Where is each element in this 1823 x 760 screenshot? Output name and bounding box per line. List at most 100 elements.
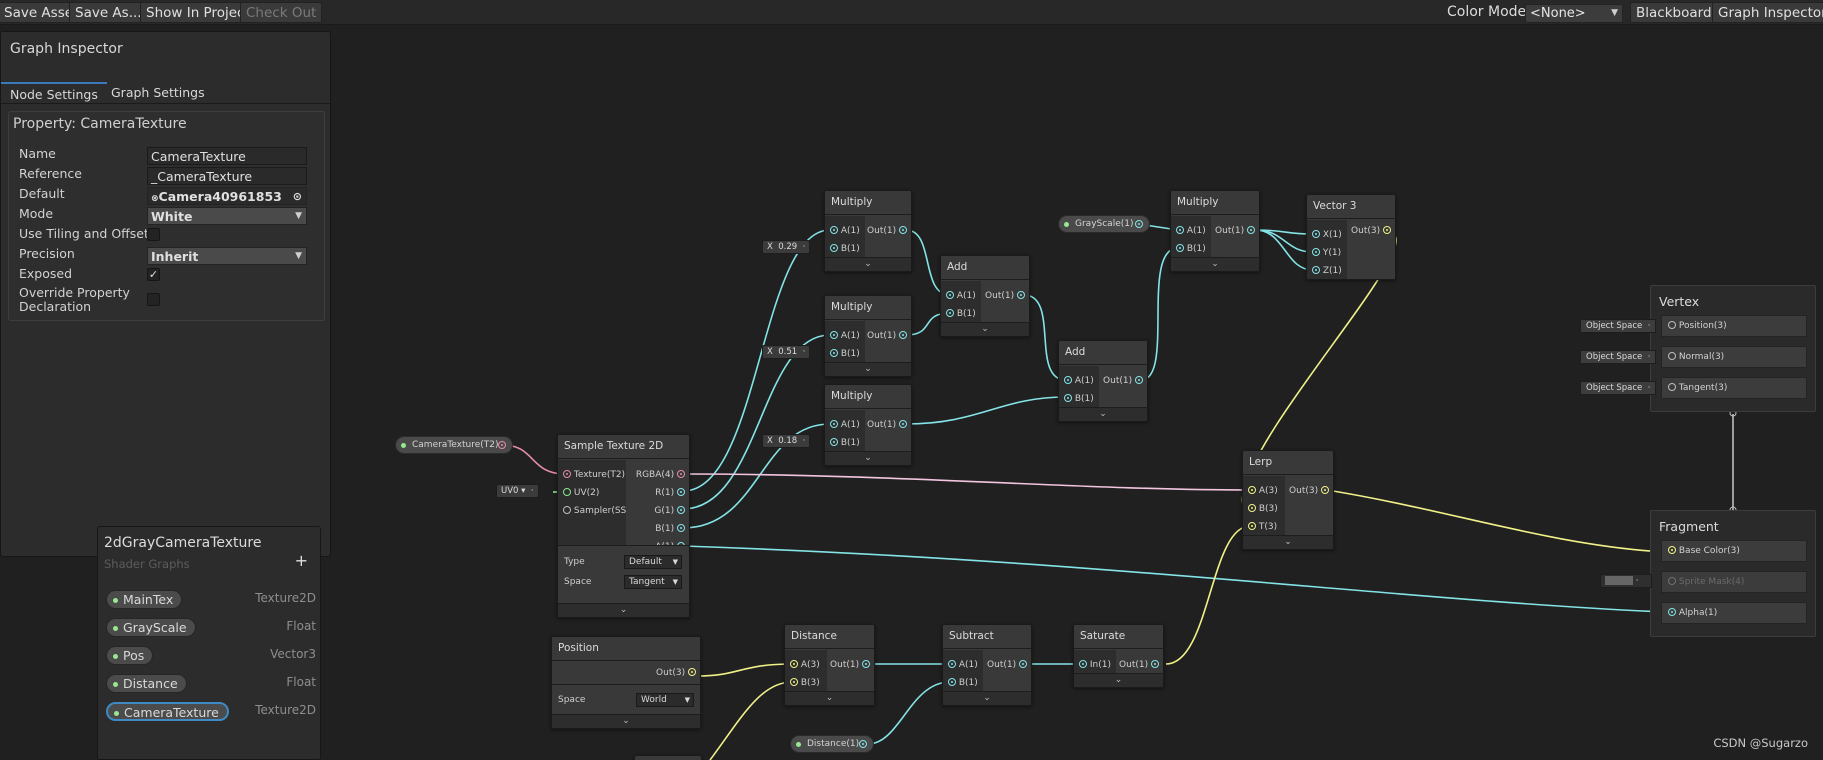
graph-inspector-toggle-button[interactable]: Graph Inspector xyxy=(1712,2,1823,23)
collapse-toggle[interactable]: ⌄ xyxy=(825,451,911,465)
collapse-toggle[interactable]: ⌄ xyxy=(825,257,911,271)
object-space-normal[interactable]: Object Space · xyxy=(1580,350,1657,364)
default-texture-field[interactable]: ⊗Camera40961853 ⊙ xyxy=(147,187,307,205)
output-r-port[interactable]: R(1) xyxy=(655,487,685,499)
sprite-mask-color-field[interactable]: · xyxy=(1600,574,1652,588)
vector3-node[interactable]: Vector 3 X(1) Y(1) Z(1) Out(3) xyxy=(1306,194,1396,280)
multiply-node-2[interactable]: Multiply A(1) B(1) Out(1) ⌄ xyxy=(824,295,912,377)
multiply2-b-inline[interactable]: X 0.51 · xyxy=(762,345,811,359)
input-b-port[interactable]: B(1) xyxy=(830,243,860,255)
space-dropdown[interactable]: Tangent▼ xyxy=(624,575,682,589)
blackboard-row[interactable]: MainTex Texture2D xyxy=(106,590,316,610)
collapse-toggle[interactable]: ⌄ xyxy=(785,691,874,705)
position-node[interactable]: Position Out(3) Space World▼ ⌄ xyxy=(551,636,701,729)
saturate-node[interactable]: Saturate In(1) Out(1) ⌄ xyxy=(1073,624,1164,688)
input-a-port[interactable]: A(1) xyxy=(1176,225,1206,237)
multiply-node-3[interactable]: Multiply A(1) B(1) Out(1) ⌄ xyxy=(824,384,912,466)
output-port[interactable]: Out(1) xyxy=(987,659,1027,671)
collapse-toggle[interactable]: ⌄ xyxy=(1243,535,1333,549)
collapse-toggle[interactable]: ⌄ xyxy=(1074,673,1163,687)
vertex-normal-slot[interactable]: Normal(3) xyxy=(1661,346,1807,368)
object-space-position[interactable]: Object Space · xyxy=(1580,319,1657,333)
tiling-checkbox[interactable] xyxy=(147,228,160,241)
blackboard-row[interactable]: Distance Float xyxy=(106,674,316,694)
distance-node[interactable]: Distance A(3) B(3) Out(1) ⌄ xyxy=(784,624,875,706)
save-asset-button[interactable]: Save Asset xyxy=(0,2,85,23)
collapse-toggle[interactable]: ⌄ xyxy=(1171,257,1259,271)
input-b-port[interactable]: B(1) xyxy=(830,348,860,360)
output-port[interactable]: Out(3) xyxy=(1351,225,1391,237)
output-port[interactable]: Out(1) xyxy=(1119,659,1159,671)
input-in-port[interactable]: In(1) xyxy=(1079,659,1111,671)
input-t-port[interactable]: T(3) xyxy=(1248,521,1277,533)
property-pill[interactable]: GrayScale xyxy=(106,618,196,637)
collapse-toggle[interactable]: ⌄ xyxy=(558,603,689,617)
output-port[interactable]: Out(3) xyxy=(656,667,696,679)
reference-field[interactable]: _CameraTexture xyxy=(147,167,307,185)
blackboard-row[interactable]: CameraTexture Texture2D xyxy=(106,702,316,722)
add-property-button[interactable]: + xyxy=(294,551,308,570)
input-a-port[interactable]: A(3) xyxy=(1248,485,1278,497)
input-z-port[interactable]: Z(1) xyxy=(1312,265,1342,277)
collapse-toggle[interactable]: ⌄ xyxy=(825,362,911,376)
object-picker-icon[interactable]: ⊙ xyxy=(292,190,302,203)
alpha-slot[interactable]: Alpha(1) xyxy=(1661,602,1807,624)
collapse-toggle[interactable]: ⌄ xyxy=(943,691,1031,705)
output-port[interactable]: Out(1) xyxy=(867,225,907,237)
distance-property-node[interactable]: Distance(1) xyxy=(790,735,874,753)
input-a-port[interactable]: A(1) xyxy=(1064,375,1094,387)
input-b-port[interactable]: B(1) xyxy=(948,677,978,689)
multiply1-b-inline[interactable]: X 0.29 · xyxy=(762,240,811,254)
input-a-port[interactable]: A(1) xyxy=(948,659,978,671)
output-g-port[interactable]: G(1) xyxy=(654,505,685,517)
input-b-port[interactable]: B(1) xyxy=(1064,393,1094,405)
output-rgba-port[interactable]: RGBA(4) xyxy=(636,469,685,481)
sprite-mask-slot[interactable]: Sprite Mask(4) xyxy=(1661,571,1807,593)
collapse-toggle[interactable]: ⌄ xyxy=(1059,407,1147,421)
subtract-node[interactable]: Subtract A(1) B(1) Out(1) ⌄ xyxy=(942,624,1032,706)
input-b-port[interactable]: B(3) xyxy=(790,677,820,689)
input-texture-port[interactable]: Texture(T2) xyxy=(563,469,625,481)
add-node-1[interactable]: Add A(1) B(1) Out(1) ⌄ xyxy=(940,255,1030,337)
sample-texture-2d-node[interactable]: Sample Texture 2D Texture(T2) UV(2) Samp… xyxy=(557,434,690,618)
blackboard-toggle-button[interactable]: Blackboard xyxy=(1630,2,1718,23)
input-a-port[interactable]: A(1) xyxy=(830,330,860,342)
uv-channel-dropdown[interactable]: UV0 ▾ · xyxy=(496,484,539,498)
input-a-port[interactable]: A(1) xyxy=(830,419,860,431)
output-port[interactable]: Out(1) xyxy=(867,419,907,431)
output-b-port[interactable]: B(1) xyxy=(655,523,685,535)
show-in-project-button[interactable]: Show In Project xyxy=(140,2,256,23)
base-color-slot[interactable]: Base Color(3) xyxy=(1661,540,1807,562)
input-b-port[interactable]: B(3) xyxy=(1248,503,1278,515)
input-x-port[interactable]: X(1) xyxy=(1312,229,1342,241)
type-dropdown[interactable]: Default▼ xyxy=(624,555,682,569)
input-b-port[interactable]: B(1) xyxy=(830,437,860,449)
lerp-node[interactable]: Lerp A(3) B(3) T(3) Out(3) ⌄ xyxy=(1242,450,1334,550)
vertex-position-slot[interactable]: Position(3) xyxy=(1661,315,1807,337)
input-uv-port[interactable]: UV(2) xyxy=(563,487,599,499)
save-as-button[interactable]: Save As... xyxy=(69,2,148,23)
output-port-icon[interactable] xyxy=(498,441,506,449)
input-sampler-port[interactable]: Sampler(SS) xyxy=(563,505,630,517)
object-space-tangent[interactable]: Object Space · xyxy=(1580,381,1657,395)
collapse-toggle[interactable]: ⌄ xyxy=(941,322,1029,336)
input-b-port[interactable]: B(1) xyxy=(1176,243,1206,255)
property-pill[interactable]: MainTex xyxy=(106,590,183,609)
multiply-node-1[interactable]: Multiply A(1) B(1) Out(1) ⌄ xyxy=(824,190,912,272)
input-a-port[interactable]: A(1) xyxy=(830,225,860,237)
input-b-port[interactable]: B(1) xyxy=(946,308,976,320)
input-y-port[interactable]: Y(1) xyxy=(1312,247,1341,259)
output-port-icon[interactable] xyxy=(859,740,867,748)
collapse-toggle[interactable]: ⌄ xyxy=(552,714,700,728)
property-pill[interactable]: Pos xyxy=(106,646,154,665)
blackboard-row[interactable]: Pos Vector3 xyxy=(106,646,316,666)
multiply-node-4[interactable]: Multiply A(1) B(1) Out(1) ⌄ xyxy=(1170,190,1260,272)
input-a-port[interactable]: A(1) xyxy=(946,290,976,302)
output-port[interactable]: Out(1) xyxy=(867,330,907,342)
add-node-2[interactable]: Add A(1) B(1) Out(1) ⌄ xyxy=(1058,340,1148,422)
precision-dropdown[interactable]: Inherit ▼ xyxy=(147,247,307,265)
output-port-icon[interactable] xyxy=(1135,220,1143,228)
override-checkbox[interactable] xyxy=(147,293,160,306)
output-port[interactable]: Out(1) xyxy=(985,290,1025,302)
property-pill-selected[interactable]: CameraTexture xyxy=(106,702,229,721)
